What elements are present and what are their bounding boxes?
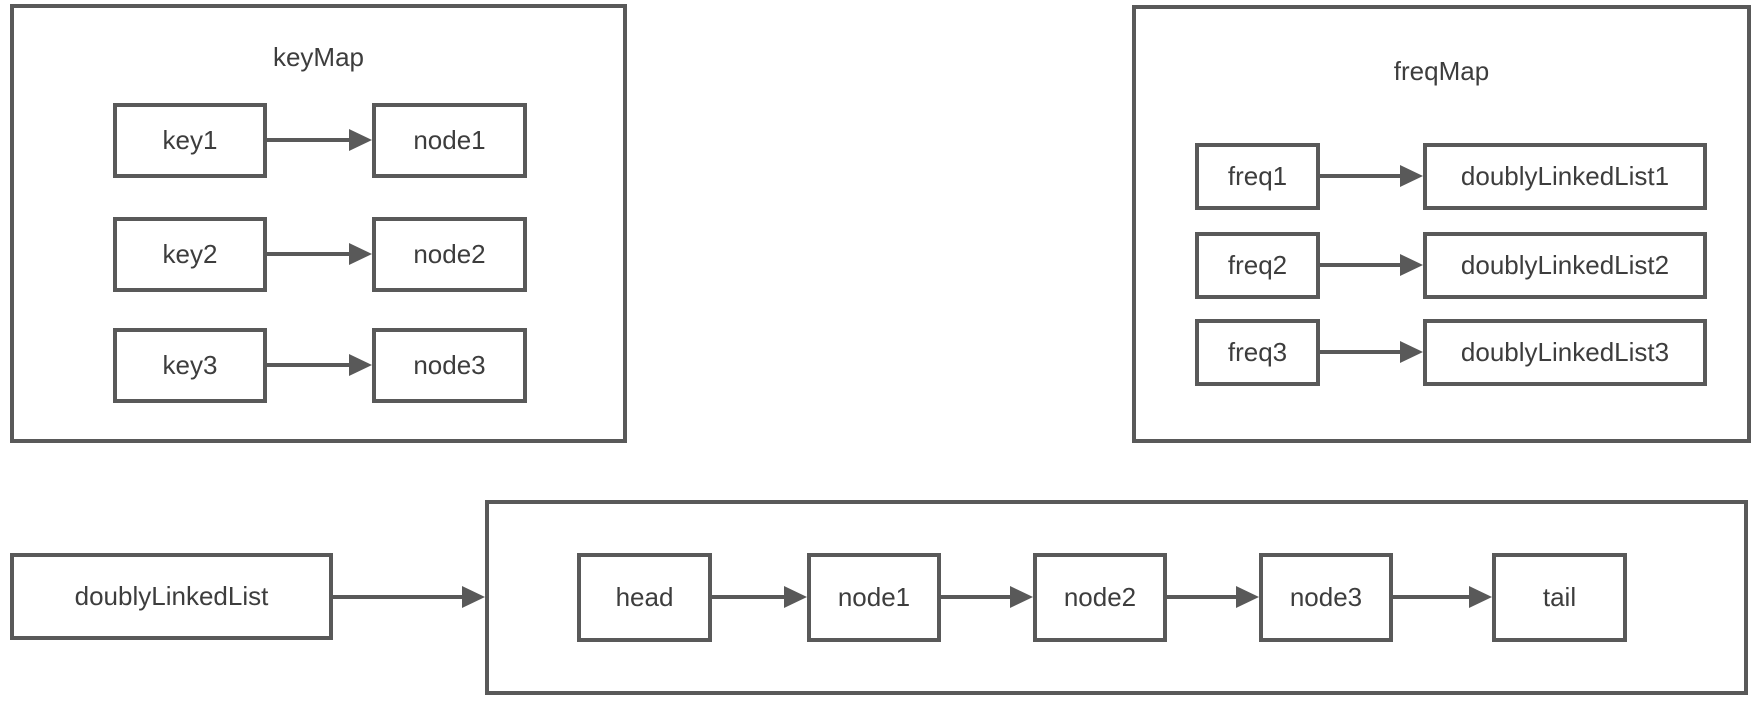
arrow-connector: [267, 354, 372, 376]
keymap-node-box: node1: [372, 103, 527, 178]
freqmap-freq-box: freq2: [1195, 232, 1320, 299]
keymap-key-box: key1: [113, 103, 267, 178]
arrow-connector: [1320, 165, 1423, 187]
freqmap-list-box: doublyLinkedList3: [1423, 319, 1707, 386]
keymap-container: keyMap key1 node1 key2 node2 key3 node3: [10, 4, 627, 443]
keymap-key-box: key3: [113, 328, 267, 403]
freqmap-list-box: doublyLinkedList2: [1423, 232, 1707, 299]
arrow-connector: [712, 586, 807, 608]
linkedlist-container: head node1 node2 node3 tail: [485, 500, 1748, 695]
arrow-connector: [1167, 586, 1259, 608]
arrow-connector: [333, 586, 485, 608]
linkedlist-node-box: head: [577, 553, 712, 642]
keymap-node-box: node2: [372, 217, 527, 292]
arrow-connector: [1393, 586, 1492, 608]
freqmap-title: freqMap: [1393, 56, 1490, 86]
linkedlist-node-box: tail: [1492, 553, 1627, 642]
freqmap-container: freqMap freq1 doublyLinkedList1 freq2 do…: [1132, 5, 1751, 443]
arrow-connector: [267, 243, 372, 265]
doublylinkedlist-box: doublyLinkedList: [10, 553, 333, 640]
arrow-connector: [1320, 254, 1423, 276]
freqmap-freq-box: freq3: [1195, 319, 1320, 386]
linkedlist-node-box: node2: [1033, 553, 1167, 642]
linkedlist-node-box: node3: [1259, 553, 1393, 642]
freqmap-freq-box: freq1: [1195, 143, 1320, 210]
freqmap-list-box: doublyLinkedList1: [1423, 143, 1707, 210]
keymap-title: keyMap: [272, 42, 365, 72]
arrow-connector: [941, 586, 1033, 608]
linkedlist-node-box: node1: [807, 553, 941, 642]
arrow-connector: [267, 129, 372, 151]
keymap-node-box: node3: [372, 328, 527, 403]
keymap-key-box: key2: [113, 217, 267, 292]
arrow-connector: [1320, 341, 1423, 363]
